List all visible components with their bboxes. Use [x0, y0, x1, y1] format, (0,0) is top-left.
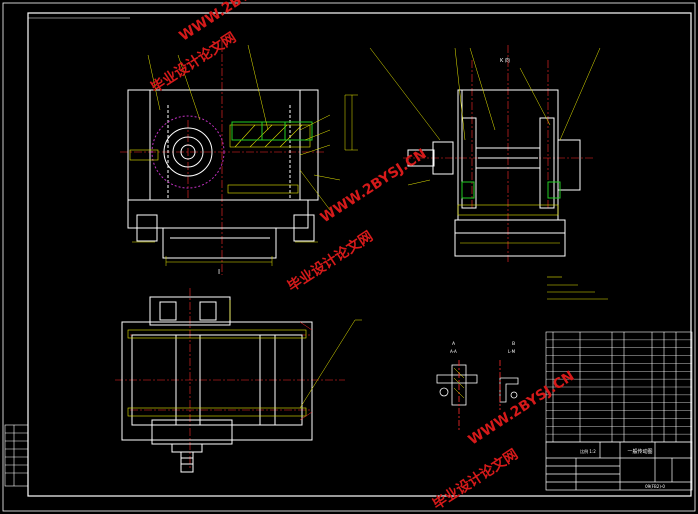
watermark-2: 毕业设计论文网 WWW.2BYSJ.CN [284, 146, 430, 296]
side-view: K 向 [369, 45, 601, 262]
title-block-drawing-no: 09(FB2)-0 [645, 484, 665, 489]
watermark-3: 毕业设计论文网 WWW.2BYSJ.CN [430, 368, 578, 514]
section-a-label: A [452, 341, 456, 347]
watermark-1: 毕业设计论文网 WWW.2BYSJ.CN [148, 0, 289, 96]
technical-notes [547, 276, 608, 300]
front-view: I [120, 40, 358, 276]
watermark-2-cn: 毕业设计论文网 [284, 228, 375, 296]
parts-list-rows [546, 339, 692, 435]
front-view-label: I [218, 268, 220, 276]
title-block-drawing-name: 一般传动图 [627, 448, 652, 455]
section-b-label: B [512, 341, 515, 347]
section-b-sub: L-M [508, 349, 516, 354]
watermark-3-url: WWW.2BYSJ.CN [466, 368, 578, 448]
watermark-2-url: WWW.2BYSJ.CN [318, 146, 430, 226]
plan-view [115, 288, 362, 473]
section-detail-b: B L-M [499, 341, 519, 410]
title-block-scale: 比例 1:2 [580, 448, 596, 454]
section-a-sub: A-A [450, 349, 457, 354]
margin-stamp-table [4, 424, 29, 487]
title-block [545, 441, 693, 491]
section-detail-a: A A-A [436, 341, 478, 430]
side-view-label: K 向 [500, 57, 510, 64]
watermark-3-cn: 毕业设计论文网 [430, 446, 521, 514]
